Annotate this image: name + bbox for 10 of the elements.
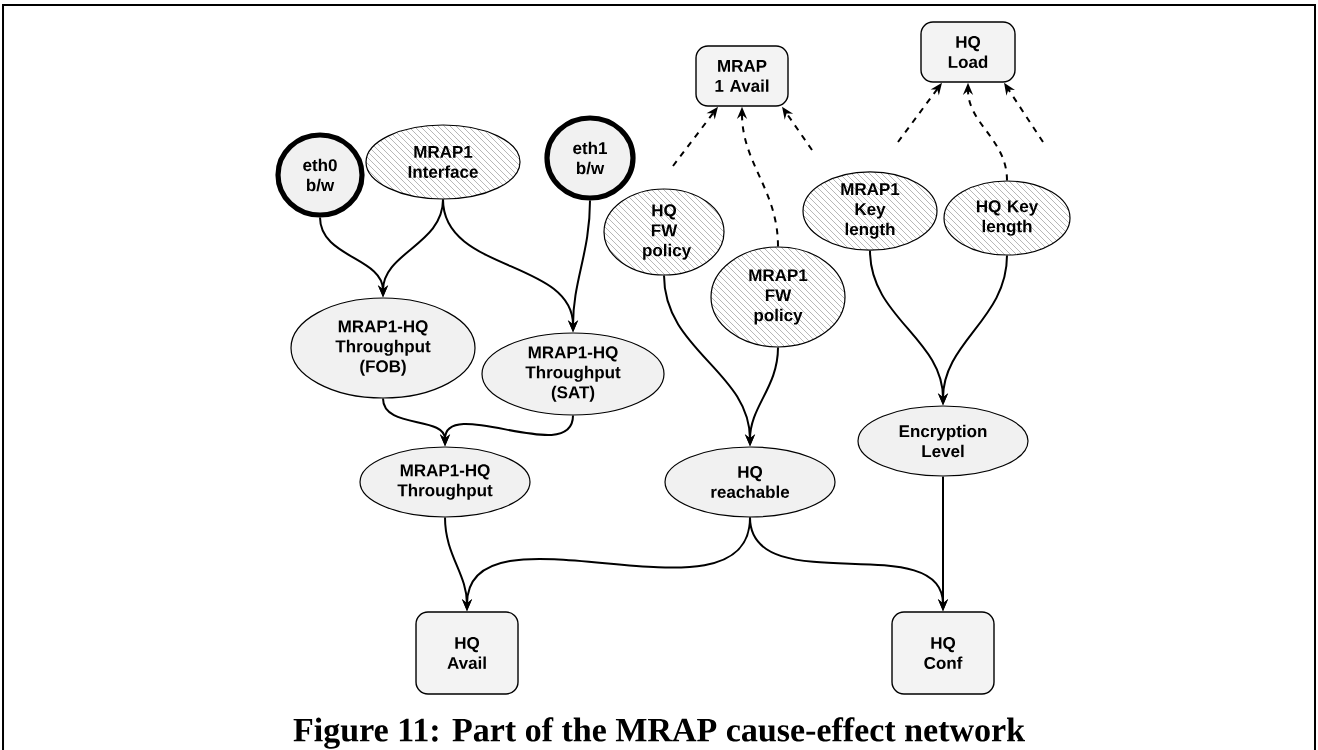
- rounded-box: HQ Load: [920, 21, 1016, 83]
- rounded-box: MRAP 1 Avail: [695, 45, 789, 107]
- caption: Figure 11: Part of the MRAP cause-effect network: [293, 717, 1025, 749]
- ellipse-node: MRAP1-HQ Throughput (FOB): [290, 297, 476, 399]
- ellipse-node: Encryption Level: [857, 405, 1029, 477]
- ellipse-node: MRAP1-HQ Throughput: [359, 446, 531, 518]
- rounded-box: HQ Conf: [891, 611, 995, 695]
- rounded-box: HQ Avail: [415, 611, 519, 695]
- ellipse-node: HQ reachable: [664, 446, 836, 518]
- ellipse-node: MRAP1-HQ Throughput (SAT): [481, 332, 665, 416]
